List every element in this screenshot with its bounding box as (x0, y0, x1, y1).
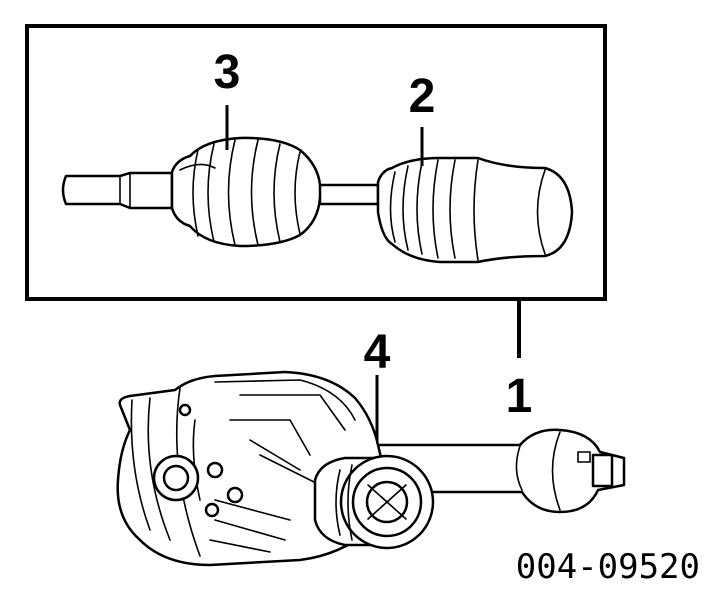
callout-4: 4 (364, 326, 391, 379)
callout-2: 2 (409, 70, 436, 123)
outer-cv-boot (170, 136, 332, 248)
detail-box (25, 24, 607, 301)
cv-axle-shaft (61, 136, 574, 264)
axle-housing-assembly (116, 370, 626, 567)
callout-3: 3 (214, 46, 241, 99)
inner-cv-joint (376, 156, 574, 264)
callout-1: 1 (506, 370, 533, 423)
figure-code: 004-09520 (516, 547, 700, 587)
